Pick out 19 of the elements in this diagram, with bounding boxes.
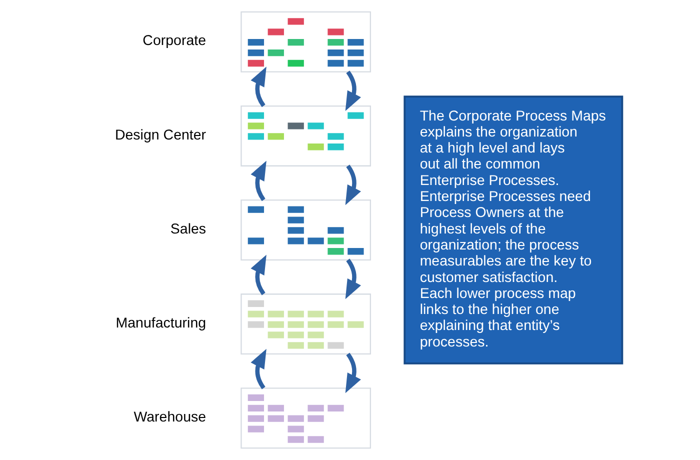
arrow: [250, 160, 266, 202]
arrow: [345, 164, 361, 206]
node-picture: [240, 200, 371, 260]
node-label: Manufacturing: [116, 315, 206, 332]
arrow: [250, 254, 266, 296]
arrow: [250, 348, 266, 390]
node-picture: [240, 294, 371, 355]
node-picture: [240, 11, 371, 72]
arrow: [345, 70, 361, 111]
node-label: Design Center: [114, 127, 206, 144]
node-picture: [240, 388, 371, 449]
arrow: [345, 258, 361, 300]
node-label: Sales: [170, 221, 206, 238]
node-label: Warehouse: [134, 409, 206, 426]
node-label: Corporate: [142, 33, 206, 50]
arrow: [345, 352, 361, 394]
node-picture: [240, 105, 371, 166]
arrow: [250, 66, 266, 108]
node-box: The Corporate Process Maps explains the organization at a high level and lays out all the common Enterprise Processes. Enterprise Processes need Process Owners at the highest levels of the organization; the process measurables are the key to customer satisfaction. Each lower process map links to the higher one explaining that entity’s processes.: [404, 96, 624, 364]
